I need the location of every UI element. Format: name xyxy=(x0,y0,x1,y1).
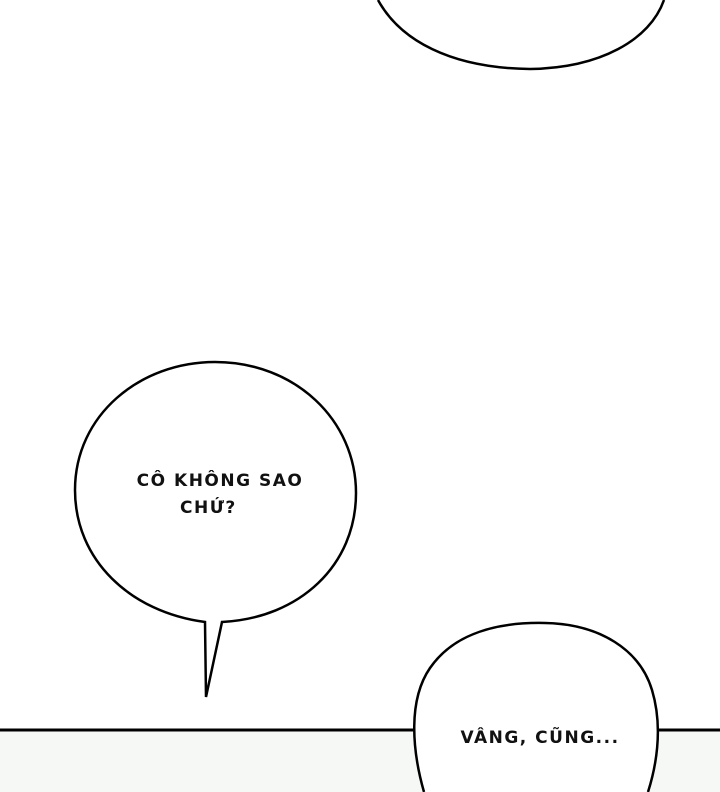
top-speech-bubble xyxy=(376,0,666,71)
question-speech-bubble xyxy=(73,360,358,698)
question-line-2: CHỨ? xyxy=(180,498,237,518)
question-line-1: CÔ KHÔNG SAO xyxy=(136,471,304,491)
reply-speech-bubble xyxy=(413,621,660,792)
reply-bubble-text: VÂNG, CŨNG... xyxy=(460,728,620,748)
question-bubble-text: CÔ KHÔNG SAO CHỨ? xyxy=(100,468,340,522)
